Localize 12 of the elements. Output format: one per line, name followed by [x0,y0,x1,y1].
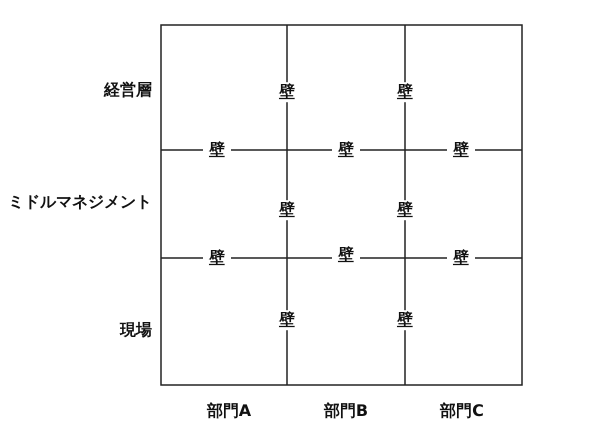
row-label: 経営層 [104,81,152,99]
wall-label: 壁 [332,245,360,265]
column-label: 部門B [324,402,368,420]
wall-label: 壁 [447,248,475,268]
wall-label: 壁 [203,248,231,268]
wall-label: 壁 [332,140,360,160]
row-label: ミドルマネジメント [8,193,152,211]
row-label: 現場 [120,321,152,339]
column-label: 部門A [206,402,252,420]
column-label: 部門C [440,402,484,420]
wall-label: 壁 [203,140,231,160]
wall-label: 壁 [447,140,475,160]
